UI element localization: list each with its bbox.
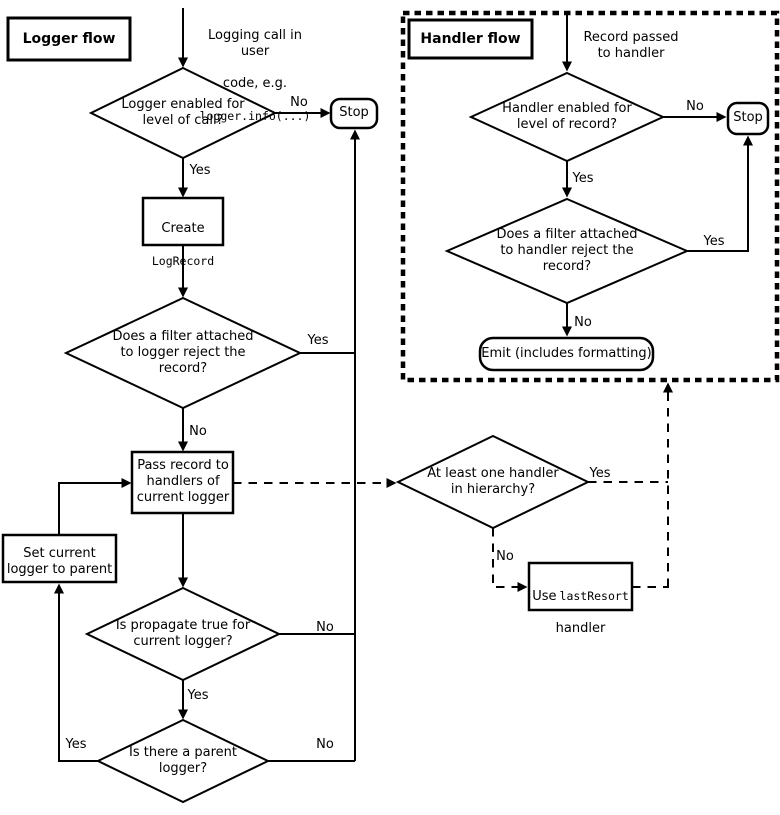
- parent-yes-label: Yes: [65, 737, 87, 752]
- edge-set-current-to-pass: [58, 478, 132, 535]
- handler-stop-label: Stop: [733, 110, 763, 125]
- logger-stop-label: Stop: [339, 105, 369, 120]
- handler-filter-yes-label: Yes: [703, 234, 725, 249]
- logger-filter-no-label: No: [189, 424, 207, 439]
- logger-filter-check-diamond: [63, 296, 303, 410]
- handler-flow-title: Handler flow: [420, 31, 521, 47]
- hierarchy-no-label: No: [496, 549, 514, 564]
- propagate-yes-label: Yes: [187, 688, 209, 703]
- start-line2: code, e.g.: [222, 76, 288, 91]
- logger-filter-yes-label: Yes: [307, 333, 329, 348]
- pass-record-label: Pass record to handlers of current logge…: [136, 458, 230, 505]
- parent-no-label: No: [316, 737, 334, 752]
- edge-parent-yes-to-set-current: [54, 583, 98, 762]
- parent-check-label: Is there a parent logger?: [129, 745, 237, 776]
- create-code: LogRecord: [151, 254, 215, 268]
- logger-level-yes-label: Yes: [189, 163, 211, 178]
- start-annotation: Logging call in user code, e.g. logger.i…: [192, 12, 318, 140]
- propagate-check-label: Is propagate true for current logger?: [115, 618, 251, 649]
- handler-filter-check-label: Does a filter attached to handler reject…: [496, 227, 638, 274]
- handler-level-check-diamond: [468, 71, 666, 163]
- handler-filter-check-diamond: [444, 197, 690, 305]
- last-resort-pre: Use: [532, 589, 557, 604]
- logger-level-no-label: No: [290, 95, 308, 110]
- create-line1: Create: [161, 221, 205, 236]
- emit-node: [478, 336, 655, 372]
- set-current-logger-label: Set current logger to parent: [6, 546, 113, 577]
- logger-level-check-diamond: [88, 66, 278, 160]
- logger-stop-node: [329, 97, 379, 130]
- handler-stop-node: [726, 101, 770, 136]
- propagate-no-label: No: [316, 620, 334, 635]
- handler-flow-title-box: [407, 18, 534, 60]
- handler-filter-no-label: No: [574, 315, 592, 330]
- handler-level-no-label: No: [686, 99, 704, 114]
- parent-check-diamond: [95, 718, 271, 804]
- hierarchy-check-label: At least one handler in hierarchy?: [427, 466, 559, 497]
- start-line1: Logging call in user: [207, 28, 303, 59]
- set-current-logger-box: [1, 533, 118, 584]
- logger-filter-check-label: Does a filter attached to logger reject …: [112, 329, 254, 376]
- create-logrecord-label: Create LogRecord: [144, 205, 222, 285]
- logger-flow-title-box: [6, 16, 132, 62]
- handler-flow-frame: [400, 10, 780, 383]
- record-passed-annotation: Record passed to handler: [583, 30, 679, 61]
- logger-flow-title: Logger flow: [22, 31, 116, 47]
- emit-label: Emit (includes formatting): [481, 346, 652, 361]
- last-resort-code: lastResort: [559, 589, 629, 603]
- edge-handler-filter-yes-to-stop: [687, 135, 753, 252]
- last-resort-box: [527, 561, 634, 612]
- create-logrecord-box: [141, 196, 225, 247]
- pass-record-box: [130, 450, 235, 515]
- handler-level-yes-label: Yes: [572, 171, 594, 186]
- last-resort-line2: handler: [555, 621, 606, 636]
- hierarchy-check-diamond: [395, 434, 591, 530]
- hierarchy-yes-label: Yes: [589, 466, 611, 481]
- edge-hierarchy-no-to-lastresort-dashed: [492, 528, 528, 592]
- handler-level-check-label: Handler enabled for level of record?: [502, 101, 632, 132]
- propagate-check-diamond: [84, 586, 282, 682]
- start-code: logger.info(...): [199, 109, 311, 123]
- logger-level-check-label: Logger enabled for level of call?: [121, 97, 245, 128]
